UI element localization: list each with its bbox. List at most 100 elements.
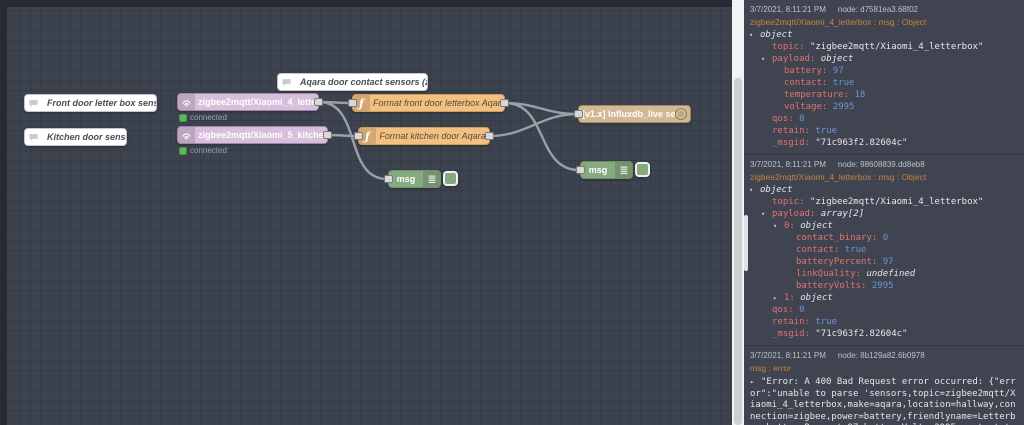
json-value: 97 bbox=[882, 257, 894, 267]
json-key: contact_binary: bbox=[796, 233, 883, 243]
json-key: contact: bbox=[784, 78, 833, 88]
input-port[interactable] bbox=[348, 99, 357, 107]
comment-node-aqara[interactable]: Aqara door contact sensors (zigbee) bbox=[277, 73, 428, 91]
debug-node-2[interactable]: msg bbox=[576, 161, 633, 179]
sidebar-scrollbar-thumb[interactable] bbox=[744, 215, 748, 271]
output-port[interactable] bbox=[500, 99, 509, 107]
comment-label: Kitchen door sensor bbox=[47, 132, 126, 142]
comment-node-front-door[interactable]: Front door letter box sensor bbox=[24, 94, 157, 112]
node-status: connected bbox=[179, 113, 227, 122]
debug-tree-row: qos: 0 bbox=[748, 304, 1019, 316]
json-value: 0 bbox=[799, 305, 805, 315]
node-label: Format front door letterbox Aqara bbox=[373, 98, 504, 108]
message-node-id: node: 98608839.dd8eb8 bbox=[837, 160, 925, 169]
expand-arrow-icon[interactable]: ▸ bbox=[750, 378, 755, 386]
node-label: msg bbox=[396, 174, 416, 184]
input-port[interactable] bbox=[574, 110, 583, 118]
wire[interactable] bbox=[327, 133, 358, 138]
debug-enable-toggle[interactable] bbox=[443, 171, 458, 186]
broadcast-icon bbox=[178, 94, 195, 110]
status-label: connected bbox=[190, 113, 227, 122]
message-node-id: node: d7581ea3.68f02 bbox=[837, 5, 918, 14]
json-value: true bbox=[832, 78, 855, 88]
input-port[interactable] bbox=[384, 175, 393, 183]
canvas-scrollbar[interactable] bbox=[732, 0, 744, 425]
message-node-id: node: 8b129a82.6b0978 bbox=[837, 351, 925, 360]
json-value: object bbox=[800, 293, 833, 303]
debug-tree-row: _msgid: "71c963f2.82604c" bbox=[748, 328, 1019, 340]
json-key: payload: bbox=[772, 209, 821, 219]
scrollbar-thumb[interactable] bbox=[734, 78, 742, 425]
json-value: true bbox=[844, 245, 867, 255]
json-key: retain: bbox=[772, 317, 816, 327]
json-value: 0 bbox=[799, 114, 805, 124]
debug-tree-row: linkQuality: undefined bbox=[748, 268, 1019, 280]
input-port[interactable] bbox=[576, 166, 585, 174]
debug-enable-toggle[interactable] bbox=[635, 162, 650, 177]
json-value: true bbox=[815, 126, 838, 136]
json-key: batteryPercent: bbox=[796, 257, 883, 267]
error-message: ▸ "Error: A 400 Bad Request error occurr… bbox=[750, 377, 1016, 425]
debug-tree-row: temperature: 18 bbox=[748, 89, 1019, 101]
message-meta: 3/7/2021, 8:11:21 PM node: 8b129a82.6b097… bbox=[748, 349, 1019, 361]
message-timestamp: 3/7/2021, 8:11:21 PM bbox=[750, 160, 826, 169]
json-key: batteryVolts: bbox=[796, 281, 872, 291]
debug-tree-row: batteryVolts: 2995 bbox=[748, 280, 1019, 292]
mqtt-node-letterbox[interactable]: zigbee2mqtt/Xiaomi_4_letterbox bbox=[177, 93, 323, 111]
debug-tree-row: retain: true bbox=[748, 316, 1019, 328]
json-key: battery: bbox=[784, 66, 833, 76]
json-key: qos: bbox=[772, 305, 800, 315]
mqtt-node-kitchen-door[interactable]: zigbee2mqtt/Xiaomi_5_kitchen_door bbox=[177, 126, 332, 144]
debug-tree-row: retain: true bbox=[748, 125, 1019, 137]
debug-tree-row: batteryPercent: 97 bbox=[748, 256, 1019, 268]
input-port[interactable] bbox=[354, 132, 363, 140]
expand-arrow-icon[interactable]: ▾ bbox=[773, 222, 778, 230]
expand-arrow-icon[interactable]: ▾ bbox=[761, 55, 766, 63]
debug-tree-row: ▾object bbox=[748, 29, 1019, 41]
debug-tree-row: battery: 97 bbox=[748, 65, 1019, 77]
json-value: 2995 bbox=[832, 102, 855, 112]
flow-canvas[interactable]: Front door letter box sensor Kitchen doo… bbox=[0, 0, 732, 425]
json-key: retain: bbox=[772, 126, 816, 136]
status-dot-icon bbox=[179, 146, 187, 155]
comment-label: Front door letter box sensor bbox=[47, 98, 156, 108]
json-tree: ▾ object topic: "zigbee2mqtt/Xiaomi_4_lett… bbox=[748, 184, 1019, 340]
function-node-front-door[interactable]: ƒ Format front door letterbox Aqara bbox=[348, 94, 509, 112]
node-status: connected bbox=[179, 146, 227, 155]
output-port[interactable] bbox=[314, 98, 323, 106]
influxdb-node[interactable]: [v1.x] Influxdb_live sensors bbox=[574, 105, 691, 123]
json-key: temperature: bbox=[784, 90, 855, 100]
output-port[interactable] bbox=[323, 131, 332, 139]
json-key: topic: bbox=[772, 197, 810, 207]
debug-tree-row: contact: true bbox=[748, 244, 1019, 256]
debug-tree-row: topic: "zigbee2mqtt/Xiaomi_4_letterbox" bbox=[748, 196, 1019, 208]
json-value: "71c963f2.82604c" bbox=[815, 138, 908, 148]
output-port[interactable] bbox=[485, 132, 494, 140]
json-value: "71c963f2.82604c" bbox=[815, 329, 908, 339]
debug-tree-row: contact_binary: 0 bbox=[748, 232, 1019, 244]
expand-arrow-icon[interactable]: ▾ bbox=[749, 186, 754, 194]
comment-label: Aqara door contact sensors (zigbee) bbox=[300, 77, 427, 87]
json-key: qos: bbox=[772, 114, 800, 124]
wire[interactable] bbox=[504, 101, 580, 172]
message-timestamp: 3/7/2021, 8:11:21 PM bbox=[750, 351, 826, 360]
json-key: topic: bbox=[772, 42, 810, 52]
json-key: 0: bbox=[784, 221, 801, 231]
canvas-left-edge bbox=[0, 0, 7, 425]
debug-tree-row: ▾payload: array[2] bbox=[748, 208, 1019, 220]
wire[interactable] bbox=[318, 100, 388, 181]
comment-node-kitchen-door[interactable]: Kitchen door sensor bbox=[24, 128, 127, 146]
debug-tree-row: ▾payload: object bbox=[748, 53, 1019, 65]
comment-bubble-icon bbox=[25, 129, 42, 145]
expand-arrow-icon[interactable]: ▾ bbox=[749, 31, 754, 39]
wire[interactable] bbox=[489, 112, 578, 138]
expand-arrow-icon[interactable]: ▸ bbox=[773, 294, 778, 302]
function-node-kitchen[interactable]: ƒ Format kitchen door Aqara bbox=[354, 127, 494, 145]
debug-node-1[interactable]: msg bbox=[384, 170, 441, 188]
comment-bubble-icon bbox=[25, 95, 42, 111]
expand-arrow-icon[interactable]: ▾ bbox=[761, 210, 766, 218]
